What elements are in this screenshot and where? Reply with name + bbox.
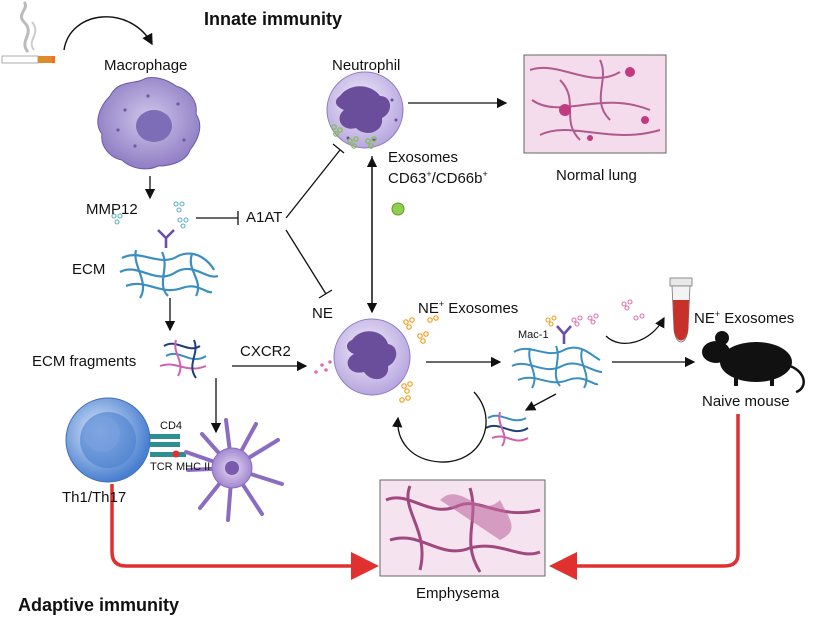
mhc2-label: MHC II <box>176 461 211 473</box>
ecm-fragment-small <box>485 411 529 447</box>
t-cell <box>65 397 151 483</box>
a1at-label: A1AT <box>246 209 283 226</box>
cxcr2-label: CXCR2 <box>240 343 291 360</box>
activated-neutrophil-cell <box>333 318 411 396</box>
test-tube-icon <box>669 277 693 343</box>
ecm-mac1-network <box>511 345 603 389</box>
th-label: Th1/Th17 <box>62 489 127 506</box>
innate-immunity-title: Innate immunity <box>204 9 343 29</box>
single-exosome-icon <box>391 202 405 216</box>
ecm-network <box>119 249 219 299</box>
tcr-label: TCR <box>150 461 173 473</box>
ne-exosomes-tube-label: NE+ Exosomes <box>694 309 795 327</box>
mac1-label: Mac-1 <box>518 329 549 341</box>
cd4-label: CD4 <box>160 420 183 432</box>
adaptive-immunity-title: Adaptive immunity <box>18 595 180 615</box>
macrophage-label: Macrophage <box>104 57 188 74</box>
ecm-fragments-label: ECM fragments <box>32 353 137 370</box>
exosomes-label: Exosomes <box>388 149 459 166</box>
red-emphysema-arrows <box>110 414 740 580</box>
pathway-arrows <box>144 97 696 463</box>
naive-mouse-label: Naive mouse <box>702 393 790 410</box>
ne-exosomes-label: NE+ Exosomes <box>418 299 519 317</box>
dendritic-cell <box>184 418 284 522</box>
ecm-label: ECM <box>72 261 106 278</box>
macrophage-cell <box>97 77 201 170</box>
exosomes-markers-label: CD63+/CD66b+ <box>388 169 488 187</box>
neutrophil-cell <box>326 71 404 149</box>
smoke-to-macrophage-arrow <box>63 16 153 51</box>
ne-label: NE <box>312 305 333 322</box>
ne-exosomes-small-cluster <box>571 299 645 327</box>
ecm-fragments-icon <box>159 339 207 379</box>
mmp12-label: MMP12 <box>86 201 138 218</box>
neutrophil-label: Neutrophil <box>332 57 401 74</box>
fragment-dots <box>314 360 332 374</box>
normal-lung-label: Normal lung <box>556 167 637 184</box>
orange-exosomes-near-mac1 <box>545 315 557 327</box>
cigarette-icon <box>1 0 55 64</box>
tcr-mhc-complex <box>150 434 186 458</box>
emphysema-histology-image <box>379 479 546 577</box>
mac1-receptor-icon <box>556 325 572 344</box>
antibody-receptor-icon <box>157 229 175 248</box>
mouse-icon <box>702 331 805 394</box>
green-exosome-cluster <box>331 124 377 149</box>
emphysema-label: Emphysema <box>416 585 500 602</box>
ne-exosome-cluster-orange <box>399 315 439 403</box>
mmp12-exosome-cluster <box>111 201 189 229</box>
dendritic-nucleus <box>225 461 239 475</box>
normal-lung-histology-image <box>523 54 667 154</box>
